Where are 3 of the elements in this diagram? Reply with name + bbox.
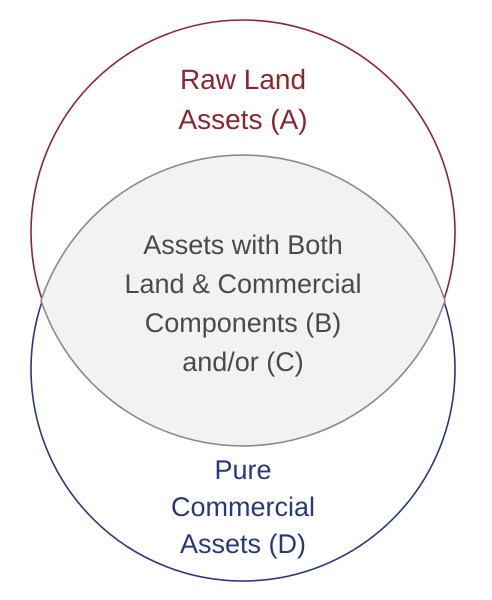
set-label: Raw Land Assets (A) bbox=[177, 63, 309, 137]
set-label: Assets with Both Land & Commercial Components (B) and/or (C) bbox=[123, 229, 363, 379]
set-label: Pure Commercial Assets (D) bbox=[170, 454, 316, 561]
